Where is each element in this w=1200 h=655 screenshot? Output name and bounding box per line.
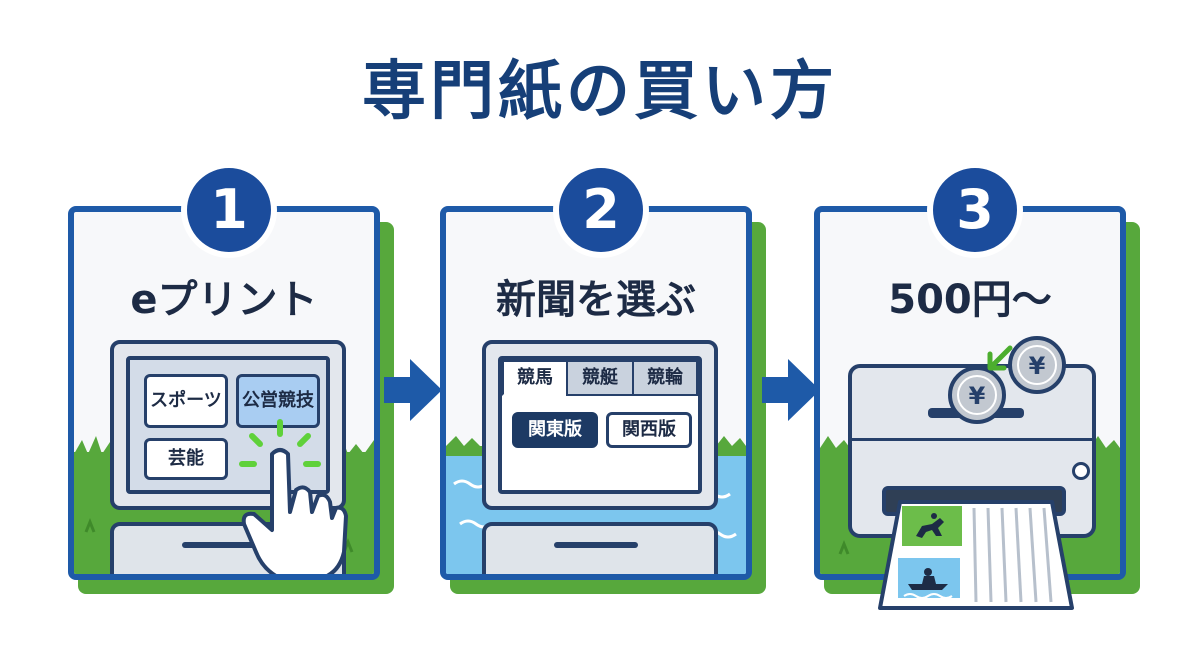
step-number-badge: 2 (553, 162, 649, 258)
printer-led (1072, 462, 1090, 480)
step-number-badge: 3 (927, 162, 1023, 258)
step-label: eプリント (130, 277, 318, 323)
edition-kanto-button[interactable]: 関東版 (512, 412, 598, 448)
insert-arrow-icon (987, 345, 1013, 371)
boat-racing-icon (903, 568, 953, 599)
kiosk-monitor: スポーツ 公営競技 芸能 (110, 340, 346, 510)
coin-symbol: ¥ (1029, 352, 1046, 380)
edition-kansai-button[interactable]: 関西版 (606, 412, 692, 448)
tab-keirin[interactable]: 競輪 (632, 360, 698, 396)
tab-boat-racing[interactable]: 競艇 (566, 360, 634, 396)
step-arrow-icon (384, 359, 442, 421)
step-label: 500円〜 (888, 277, 1052, 323)
kiosk-monitor: 競馬 競艇 競輪 関東版 関西版 (482, 340, 718, 510)
page-title: 専門紙の買い方 (362, 55, 838, 129)
kiosk-screen: 競馬 競艇 競輪 関東版 関西版 (498, 356, 702, 494)
printed-paper (878, 500, 1074, 610)
kiosk-slot (182, 542, 266, 548)
panel-frame: eプリント スポーツ 公営競技 芸能 (68, 206, 380, 580)
step-1-panel: eプリント スポーツ 公営競技 芸能 1 (68, 162, 394, 594)
horse-racing-icon (916, 513, 944, 538)
printer-divider (852, 438, 1092, 441)
kiosk-screen: スポーツ 公営競技 芸能 (126, 356, 330, 494)
panel-frame: 新聞を選ぶ 競馬 競艇 競輪 関東版 関西版 (440, 206, 752, 580)
menu-entertainment-button[interactable]: 芸能 (144, 438, 228, 480)
step-arrow-icon (762, 359, 820, 421)
coin-yen-icon: ¥ (1008, 336, 1066, 394)
step-2-panel: 新聞を選ぶ 競馬 競艇 競輪 関東版 関西版 2 (440, 162, 766, 594)
menu-public-racing-button[interactable]: 公営競技 (236, 374, 320, 428)
touch-hand-icon (239, 419, 348, 574)
tab-horse-racing[interactable]: 競馬 (502, 360, 568, 396)
step-label: 新聞を選ぶ (496, 277, 696, 323)
step-number-badge: 1 (181, 162, 277, 258)
kiosk-base (482, 522, 718, 574)
kiosk-slot (554, 542, 638, 548)
coin-symbol: ¥ (969, 382, 986, 410)
coin-yen-icon: ¥ (948, 366, 1006, 424)
menu-sports-button[interactable]: スポーツ (144, 374, 228, 428)
